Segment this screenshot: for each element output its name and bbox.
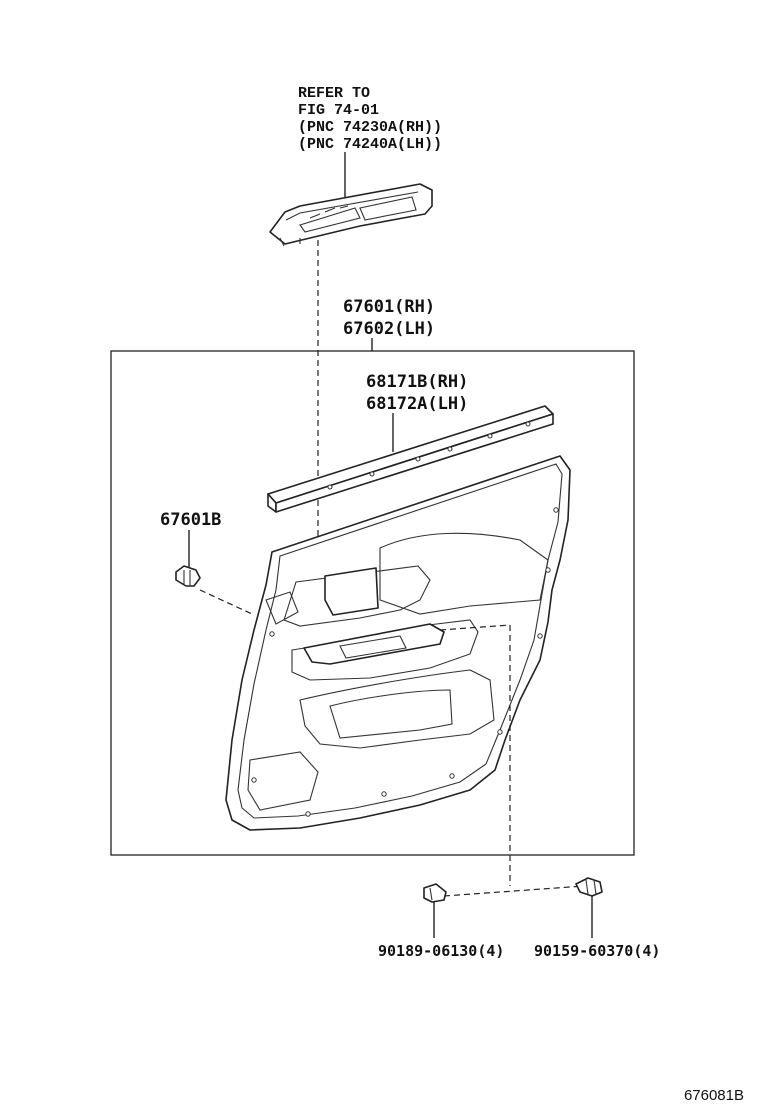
- screw-dashed-horizontal: [443, 885, 585, 897]
- screw-dashed-upper: [439, 624, 511, 631]
- label-90189-06130: 90189-06130(4): [378, 942, 504, 960]
- reference-line-3: (PNC 74230A(RH)): [298, 119, 442, 136]
- figure-id: 676081B: [684, 1087, 744, 1104]
- clip-dashed-line: [199, 589, 253, 615]
- label-67601-rh: 67601(RH): [343, 297, 435, 317]
- reference-line-1: REFER TO: [298, 85, 370, 102]
- clip-icon: [175, 565, 201, 587]
- window-switch-base-icon: [269, 183, 433, 247]
- label-90159-60370: 90159-60370(4): [534, 942, 660, 960]
- label-67602-lh: 67602(LH): [343, 319, 435, 339]
- assembly-frame: [110, 350, 635, 856]
- weatherstrip-icon: [267, 405, 554, 513]
- label-68171b-rh: 68171B(RH): [366, 372, 468, 392]
- screw-a-icon: [423, 883, 447, 903]
- reference-line-4: (PNC 74240A(LH)): [298, 136, 442, 153]
- label-67601b: 67601B: [160, 510, 221, 530]
- reference-note: REFER TO FIG 74-01 (PNC 74230A(RH)) (PNC…: [298, 85, 442, 153]
- door-trim-panel-icon: [225, 455, 571, 831]
- label-68172a-lh: 68172A(LH): [366, 394, 468, 414]
- reference-line-2: FIG 74-01: [298, 102, 379, 119]
- screw-b-icon: [575, 877, 603, 897]
